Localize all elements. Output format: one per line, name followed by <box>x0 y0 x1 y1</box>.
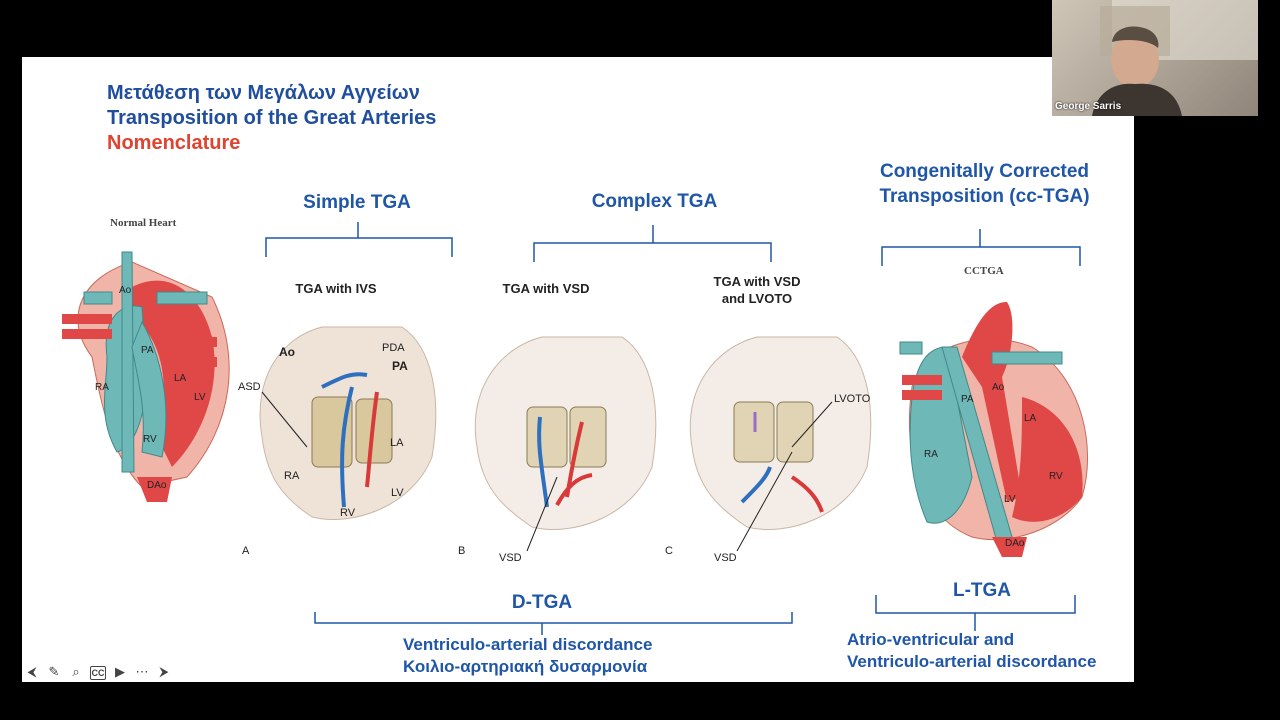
next-icon[interactable]: ⮞ <box>159 664 169 679</box>
video-icon[interactable]: ▶ <box>115 664 125 679</box>
zoom-icon[interactable]: ⌕ <box>72 664 80 679</box>
tga-vsd-label: TGA with VSD <box>502 281 590 296</box>
slide-artwork <box>62 222 1088 635</box>
bracket-complex-tga <box>533 225 772 262</box>
normal-dao-label: DAo <box>147 480 167 491</box>
normal-heart-label: Normal Heart <box>110 217 177 229</box>
panel-c-vsd-label: VSD <box>714 552 737 564</box>
panel-c-letter: C <box>665 545 673 557</box>
cctga-lv-label: LV <box>1004 494 1016 505</box>
prev-icon[interactable]: ⮜ <box>27 664 37 679</box>
panel-b-vsd-label: VSD <box>499 552 522 564</box>
bracket-cctga <box>881 229 1081 266</box>
d-tga-description-line1: Ventriculo-arterial discordance <box>403 635 653 654</box>
panel-a-ra-label: RA <box>284 470 300 482</box>
panel-b-diagram <box>474 336 657 530</box>
cctga-rv-label: RV <box>1049 471 1063 482</box>
normal-lv-label: LV <box>194 392 206 403</box>
panel-a-asd-label: ASD <box>238 381 261 393</box>
d-tga-description-line2: Κοιλιο-αρτηριακή δυσαρμονία <box>403 657 648 676</box>
pen-icon[interactable]: ✎ <box>48 664 60 679</box>
panel-b-letter: B <box>458 545 466 557</box>
title-english: Transposition of the Great Arteries <box>107 107 437 129</box>
panel-a-pa-label: PA <box>392 359 408 373</box>
participant-name: George Sarris <box>1055 101 1122 112</box>
normal-rv-label: RV <box>143 434 157 445</box>
subtitle-nomenclature: Nomenclature <box>107 132 241 154</box>
panel-a-diagram <box>259 326 437 520</box>
panel-a-pda-label: PDA <box>382 342 405 354</box>
panel-a-ao-label: Ao <box>279 345 295 359</box>
cctga-ao-label: Ao <box>992 382 1005 393</box>
tga-ivs-label: TGA with IVS <box>295 281 377 296</box>
cctga-heart-diagram <box>899 302 1088 557</box>
cctga-dao-label: DAo <box>1005 538 1025 549</box>
normal-heart-diagram <box>62 251 230 502</box>
panel-a-rv-label: RV <box>340 507 356 519</box>
panel-c-diagram <box>689 336 872 530</box>
cctga-pa-label: PA <box>961 394 974 405</box>
complex-tga-header: Complex TGA <box>591 191 718 212</box>
title-greek: Μετάθεση των Μεγάλων Αγγείων <box>107 82 420 104</box>
cctga-la-label: LA <box>1024 413 1037 424</box>
simple-tga-header: Simple TGA <box>303 192 411 213</box>
participant-silhouette <box>1092 0 1258 116</box>
l-tga-description-line2: Ventriculo-arterial discordance <box>847 652 1097 671</box>
panel-c-lvoto-label: LVOTO <box>834 393 871 405</box>
cc-icon[interactable]: CC <box>90 666 106 680</box>
bracket-simple-tga <box>265 222 453 257</box>
normal-pa-label: PA <box>141 345 154 356</box>
more-icon[interactable]: ⋯ <box>135 664 149 679</box>
cctga-ra-label: RA <box>924 449 938 460</box>
cc-tga-header-line2: Transposition (cc-TGA) <box>879 186 1090 207</box>
normal-la-label: LA <box>174 373 187 384</box>
participant-video-tile[interactable]: George Sarris <box>1052 0 1258 116</box>
l-tga-label: L-TGA <box>952 580 1012 601</box>
tga-vsd-lvoto-label-line2: and LVOTO <box>721 291 793 306</box>
tga-vsd-lvoto-label-line1: TGA with VSD <box>713 274 801 289</box>
bracket-l-tga <box>875 595 1076 631</box>
presentation-slide: Μετάθεση των Μεγάλων Αγγείων Transpositi… <box>22 57 1134 682</box>
panel-a-la-label: LA <box>390 437 404 449</box>
panel-a-letter: A <box>242 545 250 557</box>
cctga-label: CCTGA <box>964 265 1004 277</box>
d-tga-label: D-TGA <box>511 592 573 613</box>
normal-ra-label: RA <box>95 382 109 393</box>
normal-ao-label: Ao <box>119 285 132 296</box>
presentation-controls: ⮜ ✎ ⌕ CC ▶ ⋯ ⮞ <box>24 664 172 680</box>
cc-tga-header-line1: Congenitally Corrected <box>879 161 1090 182</box>
l-tga-description-line1: Atrio-ventricular and <box>847 630 1015 649</box>
panel-a-lv-label: LV <box>391 487 404 499</box>
bracket-d-tga <box>314 612 793 635</box>
